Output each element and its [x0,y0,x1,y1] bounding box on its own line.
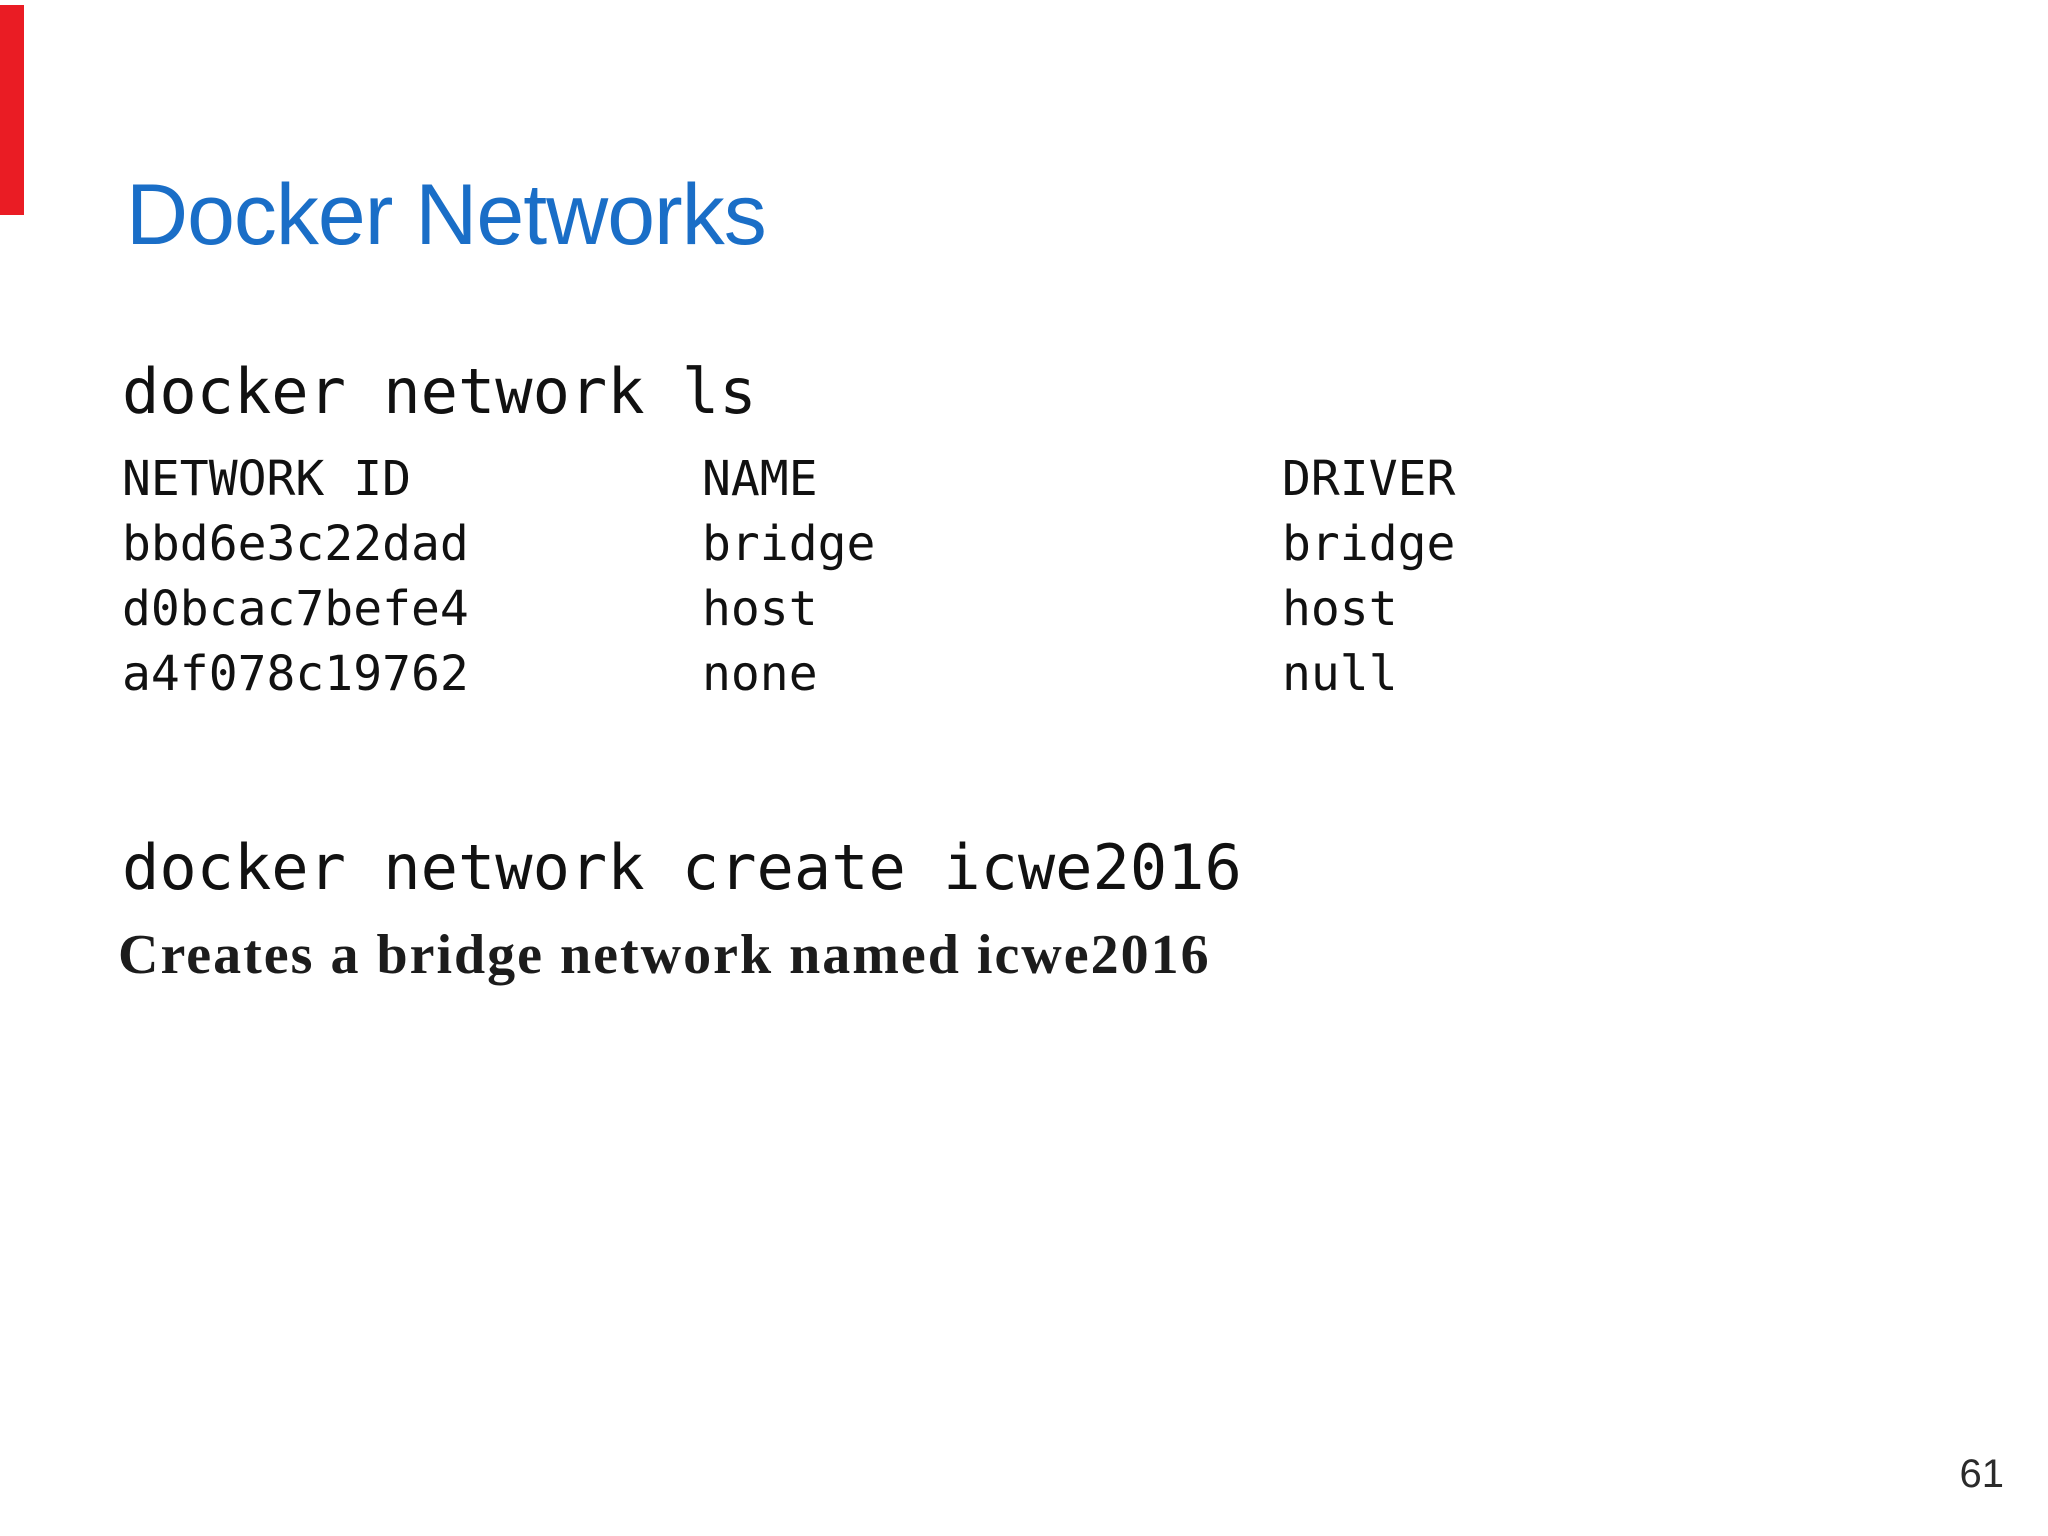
table-cell-network-id: bbd6e3c22dad [122,516,469,572]
table-cell-network-id: d0bcac7befe4 [122,581,469,637]
table-cell-driver: null [1282,646,1398,702]
page-title: Docker Networks [126,167,767,263]
table-cell-name: bridge [702,516,876,572]
video-progress-bar [0,5,24,215]
command-docker-network-ls: docker network ls [122,355,757,428]
table-cell-name: host [702,581,818,637]
table-cell-driver: bridge [1282,516,1456,572]
table-cell-driver: host [1282,581,1398,637]
table-header-driver: DRIVER [1282,451,1456,507]
table-header-name: NAME [702,451,818,507]
table-header-network-id: NETWORK ID [122,451,411,507]
network-table: NETWORK ID NAME DRIVER bbd6e3c22dad brid… [122,447,1455,707]
handwritten-annotation: Creates a bridge network named icwe2016 [118,924,1211,986]
command-docker-network-create: docker network create icwe2016 [122,831,1242,904]
page-number: 61 [1959,1452,2005,1496]
table-cell-network-id: a4f078c19762 [122,646,469,702]
table-cell-name: none [702,646,818,702]
